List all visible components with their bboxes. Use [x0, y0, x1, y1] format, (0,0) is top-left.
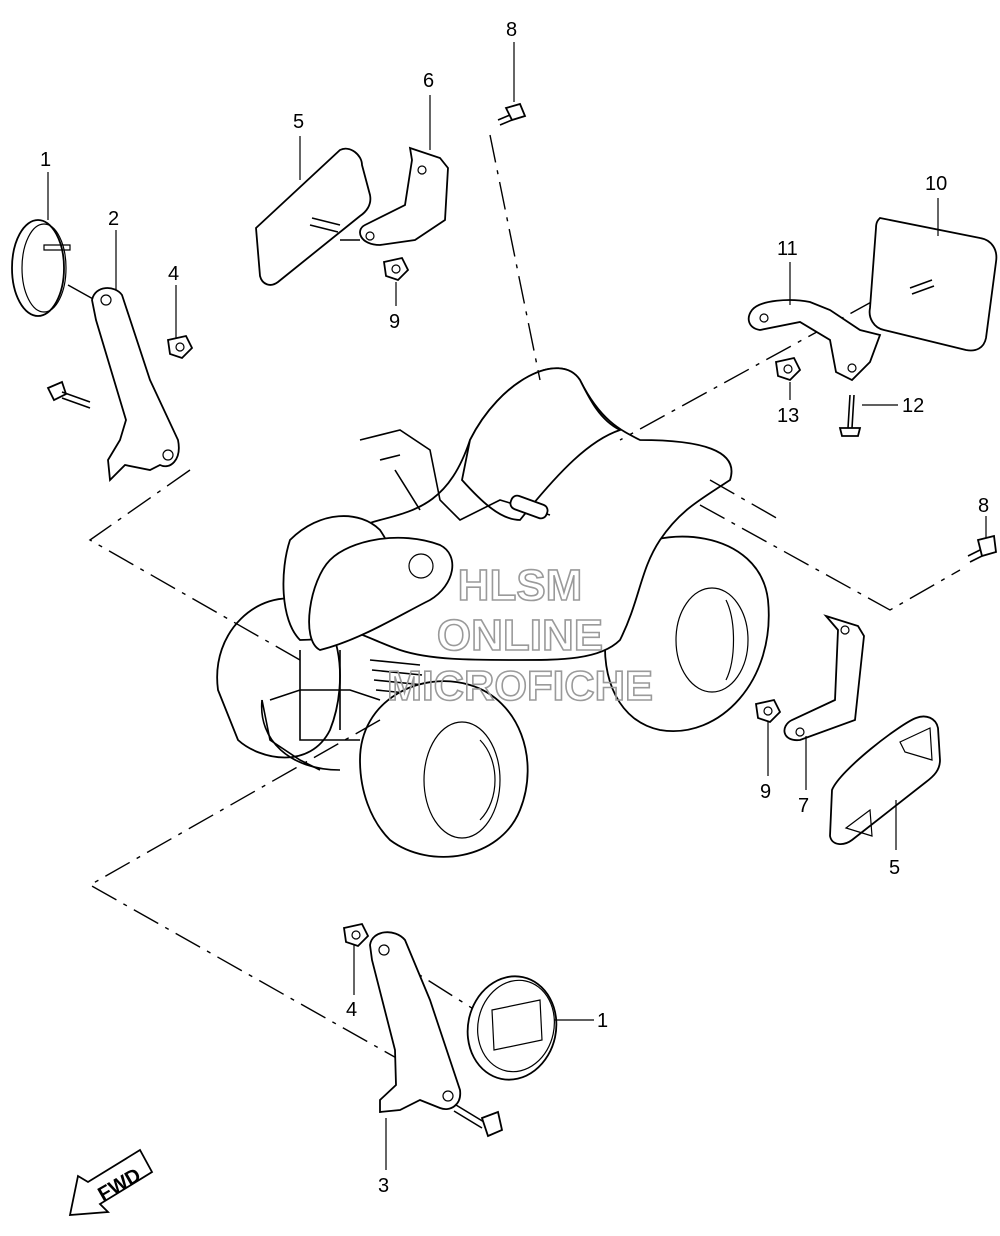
assembly-lines: [67, 134, 961, 1061]
callout-9-lower: 9: [760, 781, 771, 803]
bracket-part-6: [359, 146, 449, 246]
nut-part-4-upper: [166, 334, 194, 360]
nut-part-9-upper: [382, 256, 410, 282]
callout-1-lower: 1: [597, 1010, 608, 1032]
watermark-line-1: HLSM: [458, 561, 583, 610]
forward-arrow-icon: FWD: [68, 1148, 154, 1216]
reflector-rear-right: [868, 217, 998, 352]
callouts: 1 2 4 5 6 8 9 10 11 12 13 8 9 7 5 4 1 3: [40, 19, 989, 1197]
bolt-part-8-upper: [497, 102, 527, 126]
callout-4-upper: 4: [168, 263, 179, 285]
reflector-front-left: [11, 219, 71, 317]
callout-5-lower: 5: [889, 857, 900, 879]
callout-4-lower: 4: [346, 999, 357, 1021]
bolt-left-upper: [46, 380, 91, 409]
callout-1-upper-left: 1: [40, 149, 51, 171]
callout-13: 13: [777, 405, 799, 427]
callout-9-upper: 9: [389, 311, 400, 333]
callout-10: 10: [925, 173, 947, 195]
nut-part-9-lower: [754, 698, 782, 724]
bracket-part-3: [369, 931, 462, 1113]
callout-2: 2: [108, 208, 119, 230]
watermark-line-3: MICROFICHE: [387, 662, 653, 709]
reflector-side-right: [829, 715, 941, 845]
bolt-part-8-lower: [967, 534, 997, 563]
nut-part-13: [774, 356, 802, 382]
callout-5-upper: 5: [293, 111, 304, 133]
callout-8-lower: 8: [978, 495, 989, 517]
bolt-lower: [453, 1104, 504, 1138]
callout-11: 11: [777, 238, 798, 260]
watermark: HLSM ONLINE MICROFICHE: [386, 560, 654, 710]
watermark-line-2: ONLINE: [437, 611, 603, 660]
callout-7: 7: [798, 795, 809, 817]
callout-8-upper: 8: [506, 19, 517, 41]
reflector-rear-left: [255, 147, 372, 286]
leader-lines: [47, 42, 987, 1170]
nut-part-4-lower: [342, 922, 370, 948]
atv-illustration: [216, 367, 770, 858]
bracket-front-left: [91, 287, 180, 482]
callout-6: 6: [423, 70, 434, 92]
bracket-part-11: [747, 299, 882, 382]
screw-part-12: [838, 394, 862, 437]
bracket-part-7: [783, 614, 865, 741]
callout-3: 3: [378, 1175, 389, 1197]
callout-12: 12: [902, 395, 924, 417]
reflector-front-right: [466, 975, 558, 1081]
